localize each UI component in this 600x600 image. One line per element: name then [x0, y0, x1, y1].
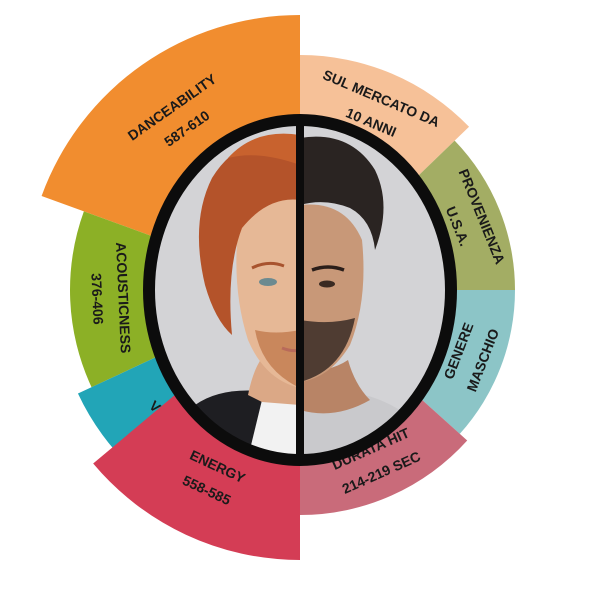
right-hair — [300, 136, 384, 250]
left-hair-top — [228, 133, 300, 165]
segment-acousticness-value: 376-406 — [88, 273, 106, 325]
left-hair — [198, 134, 300, 335]
segment-danceability-wedge — [41, 14, 300, 239]
segment-acousticness-title: ACOUSTICNESS — [113, 242, 134, 354]
segment-mercato-wedge — [300, 55, 470, 186]
segment-durata-wedge — [300, 390, 468, 515]
segment-acousticness: ACOUSTICNESS 376-406 — [69, 211, 165, 388]
segment-provenienza-wedge — [407, 140, 515, 290]
left-beard — [255, 330, 300, 388]
segment-acousticness-wedge — [69, 211, 165, 388]
right-brow — [311, 265, 345, 272]
segments-layer: DANCEABILITY587-610ACOUSTICNESS376-406VA… — [41, 14, 515, 560]
segment-energy-wedge — [93, 386, 300, 560]
left-brow — [251, 261, 285, 270]
right-beard — [300, 318, 355, 382]
segment-acousticness-label: ACOUSTICNESS 376-406 — [88, 242, 134, 354]
right-eye — [319, 280, 335, 288]
segment-genere-wedge — [411, 290, 515, 434]
left-eye — [259, 278, 277, 286]
